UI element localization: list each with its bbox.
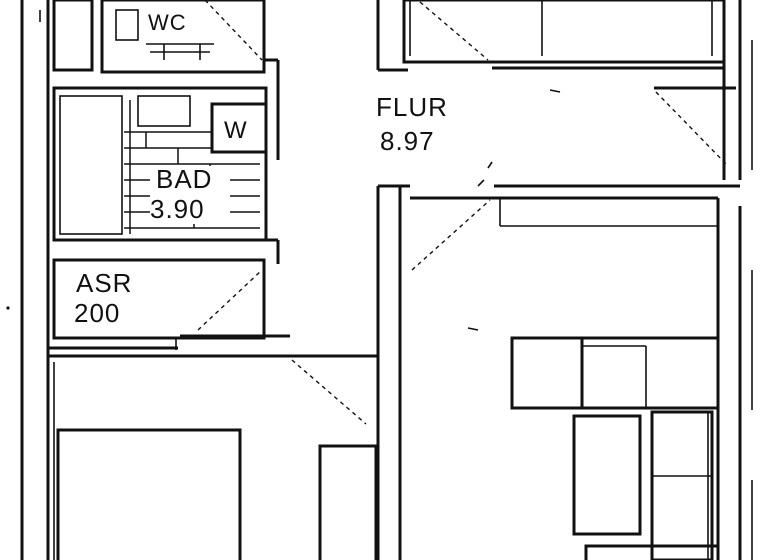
- bed: [56, 428, 242, 560]
- outer-right-wall: [722, 0, 753, 560]
- bad-label: BAD: [156, 164, 212, 194]
- bathtub: [59, 95, 123, 235]
- flur-area: 8.97: [380, 126, 435, 156]
- asr-area: 200: [74, 298, 120, 328]
- asr-label: ASR: [76, 268, 132, 298]
- side-cabinet: [650, 410, 714, 560]
- flur-room: FLUR 8.97: [376, 92, 493, 187]
- asr-door-swing: [197, 269, 263, 331]
- room-door-swing: [291, 359, 367, 425]
- wc-sink: [146, 43, 214, 60]
- table: [572, 414, 642, 536]
- living-room: [410, 184, 740, 560]
- washbasin: [137, 95, 191, 127]
- sofa: [510, 336, 720, 410]
- living-door-swing: [411, 199, 491, 271]
- east-door-swing: [655, 91, 729, 167]
- flur-west-wall: [376, 0, 410, 560]
- scan-dot: [6, 306, 10, 310]
- wc-door-swing: [204, 0, 263, 61]
- washer-box: [210, 102, 268, 154]
- flur-east-door: [654, 86, 736, 167]
- armchair: [584, 544, 720, 560]
- bad-area: 3.90: [150, 194, 205, 224]
- flur-label: FLUR: [376, 92, 448, 122]
- top-door-swing: [419, 1, 489, 61]
- bottom-left-room: [53, 359, 378, 560]
- wc-label: WC: [148, 10, 187, 35]
- top-left-closet: [52, 0, 94, 72]
- outer-left-wall: [20, 0, 50, 560]
- asr-room: ASR 200: [52, 238, 280, 340]
- bad-room: W BAD 3.90: [52, 86, 268, 242]
- toilet-fixture: [115, 9, 139, 41]
- mid-horizontal-wall: [48, 334, 378, 358]
- top-right-room: [402, 0, 726, 93]
- wc-room: WC: [100, 0, 280, 160]
- wardrobe: [318, 444, 378, 560]
- washer-label: W: [224, 117, 248, 144]
